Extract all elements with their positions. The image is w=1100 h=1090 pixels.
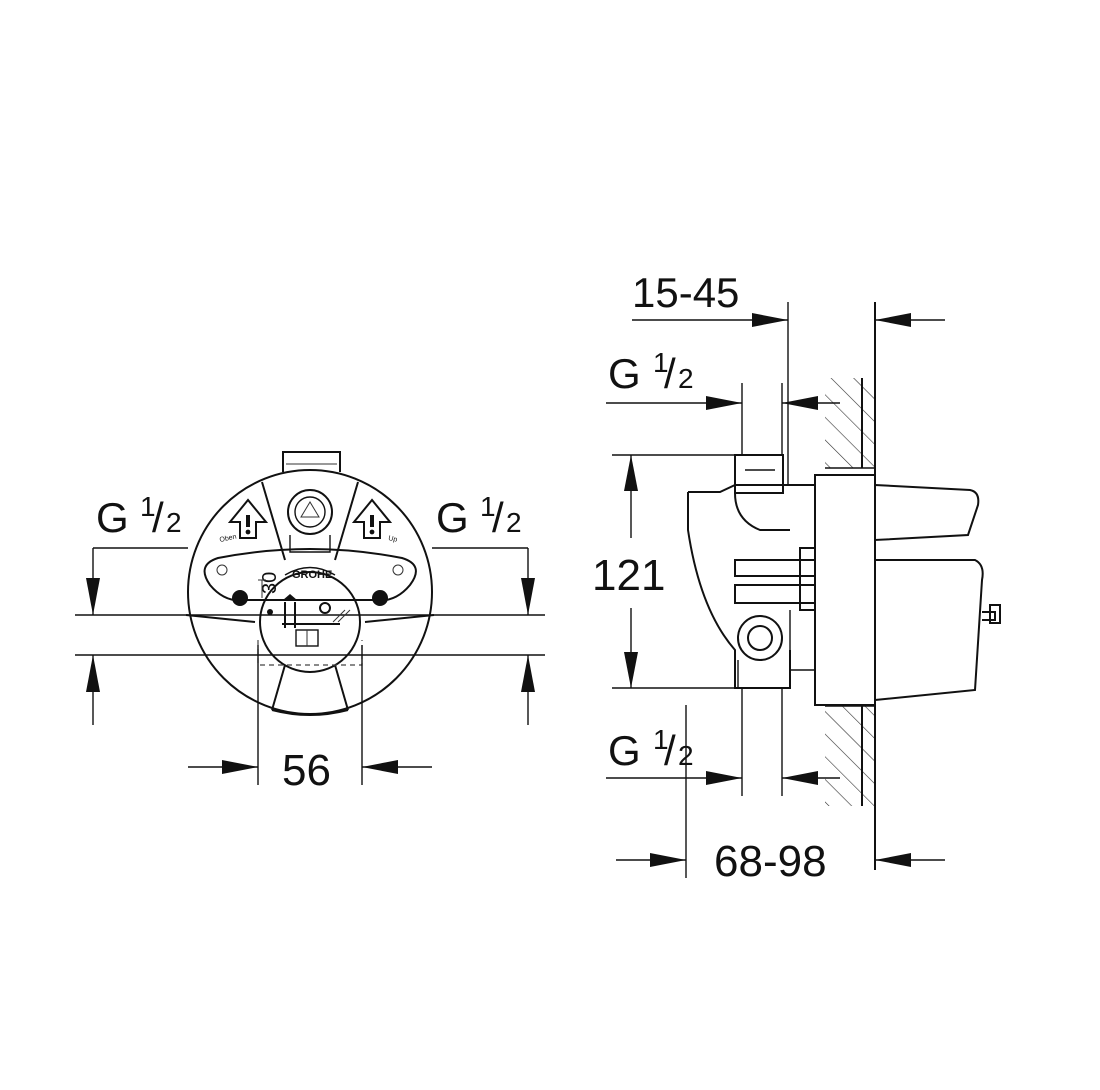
inlet-numerator: 1 bbox=[653, 347, 669, 378]
inlet-numerator: 1 bbox=[653, 724, 669, 755]
wall bbox=[825, 302, 876, 870]
divider-upper-left bbox=[261, 481, 286, 561]
inlet-denominator: 2 bbox=[166, 507, 182, 538]
screw-hole-left bbox=[232, 590, 248, 606]
brand-logo-text: GROHE bbox=[292, 569, 332, 581]
inlet-numerator: 1 bbox=[140, 491, 156, 522]
side-view: 15-45 G 1 / 2 121 bbox=[592, 269, 1001, 886]
angle-mark: 30 bbox=[258, 572, 281, 598]
dim-width-56: 56 bbox=[188, 645, 432, 795]
bottom-depth-value: 68-98 bbox=[714, 837, 827, 886]
valve-cap-inner bbox=[294, 496, 326, 528]
valve-cap-outer bbox=[287, 489, 333, 535]
dim-left-inlet: G 1 / 2 bbox=[86, 491, 188, 725]
top-depth-value: 15-45 bbox=[632, 269, 739, 316]
front-view: Oben Up GROHE 30 bbox=[75, 451, 545, 795]
width-value: 56 bbox=[282, 746, 331, 795]
spindle-tip bbox=[982, 611, 996, 621]
inlet-letter: G bbox=[608, 727, 641, 774]
top-inlet-pipe bbox=[734, 454, 790, 531]
dim-right-inlet: G 1 / 2 bbox=[432, 491, 535, 725]
divider-upper-right bbox=[334, 481, 359, 561]
divider-lower-left bbox=[271, 664, 286, 711]
inlet-letter: G bbox=[608, 350, 641, 397]
inlet-letter: G bbox=[436, 494, 469, 541]
inlet-slash: / bbox=[664, 350, 676, 397]
height-value: 121 bbox=[592, 551, 665, 600]
screw-hole-right bbox=[372, 590, 388, 606]
inlet-letter: G bbox=[96, 494, 129, 541]
inlet-numerator: 1 bbox=[480, 491, 496, 522]
inlet-denominator: 2 bbox=[678, 363, 694, 394]
bottom-segment bbox=[271, 709, 349, 716]
mounting-plate-outline bbox=[187, 469, 433, 715]
label-oben: Oben bbox=[219, 534, 237, 544]
trim-cap bbox=[874, 483, 980, 542]
up-arrow-icon-left bbox=[227, 498, 269, 539]
body-side bbox=[687, 492, 791, 689]
dim-depth-68-98: 68-98 bbox=[616, 705, 945, 886]
label-up: Up bbox=[388, 535, 398, 544]
divider-left bbox=[185, 614, 256, 623]
dim-height-121: 121 bbox=[592, 454, 740, 689]
up-arrow-icon-right bbox=[351, 498, 393, 539]
dim-top-inlet: G 1 / 2 bbox=[606, 347, 840, 455]
inlet-slash: / bbox=[152, 494, 164, 541]
top-tab bbox=[282, 451, 341, 472]
inlet-slash: / bbox=[492, 494, 504, 541]
body-top bbox=[688, 484, 816, 493]
spindle-detail bbox=[267, 594, 351, 647]
dim-bottom-inlet: G 1 / 2 bbox=[606, 688, 840, 796]
divider-right bbox=[364, 614, 435, 623]
trim-body bbox=[874, 559, 984, 702]
bottom-inlet-fitting bbox=[737, 615, 791, 689]
dim-depth-15-45: 15-45 bbox=[632, 269, 945, 485]
divider-lower-right bbox=[334, 664, 349, 711]
middle-flanges bbox=[734, 547, 816, 671]
mounting-plate bbox=[814, 474, 876, 706]
brand-logo: GROHE bbox=[284, 566, 336, 581]
valve-body-circle bbox=[259, 571, 361, 673]
hidden-outline bbox=[257, 640, 363, 666]
inlet-denominator: 2 bbox=[506, 507, 522, 538]
inlet-slash: / bbox=[664, 727, 676, 774]
svg-text:G: G bbox=[96, 494, 129, 541]
angle-mark-text: 30 bbox=[259, 572, 281, 594]
